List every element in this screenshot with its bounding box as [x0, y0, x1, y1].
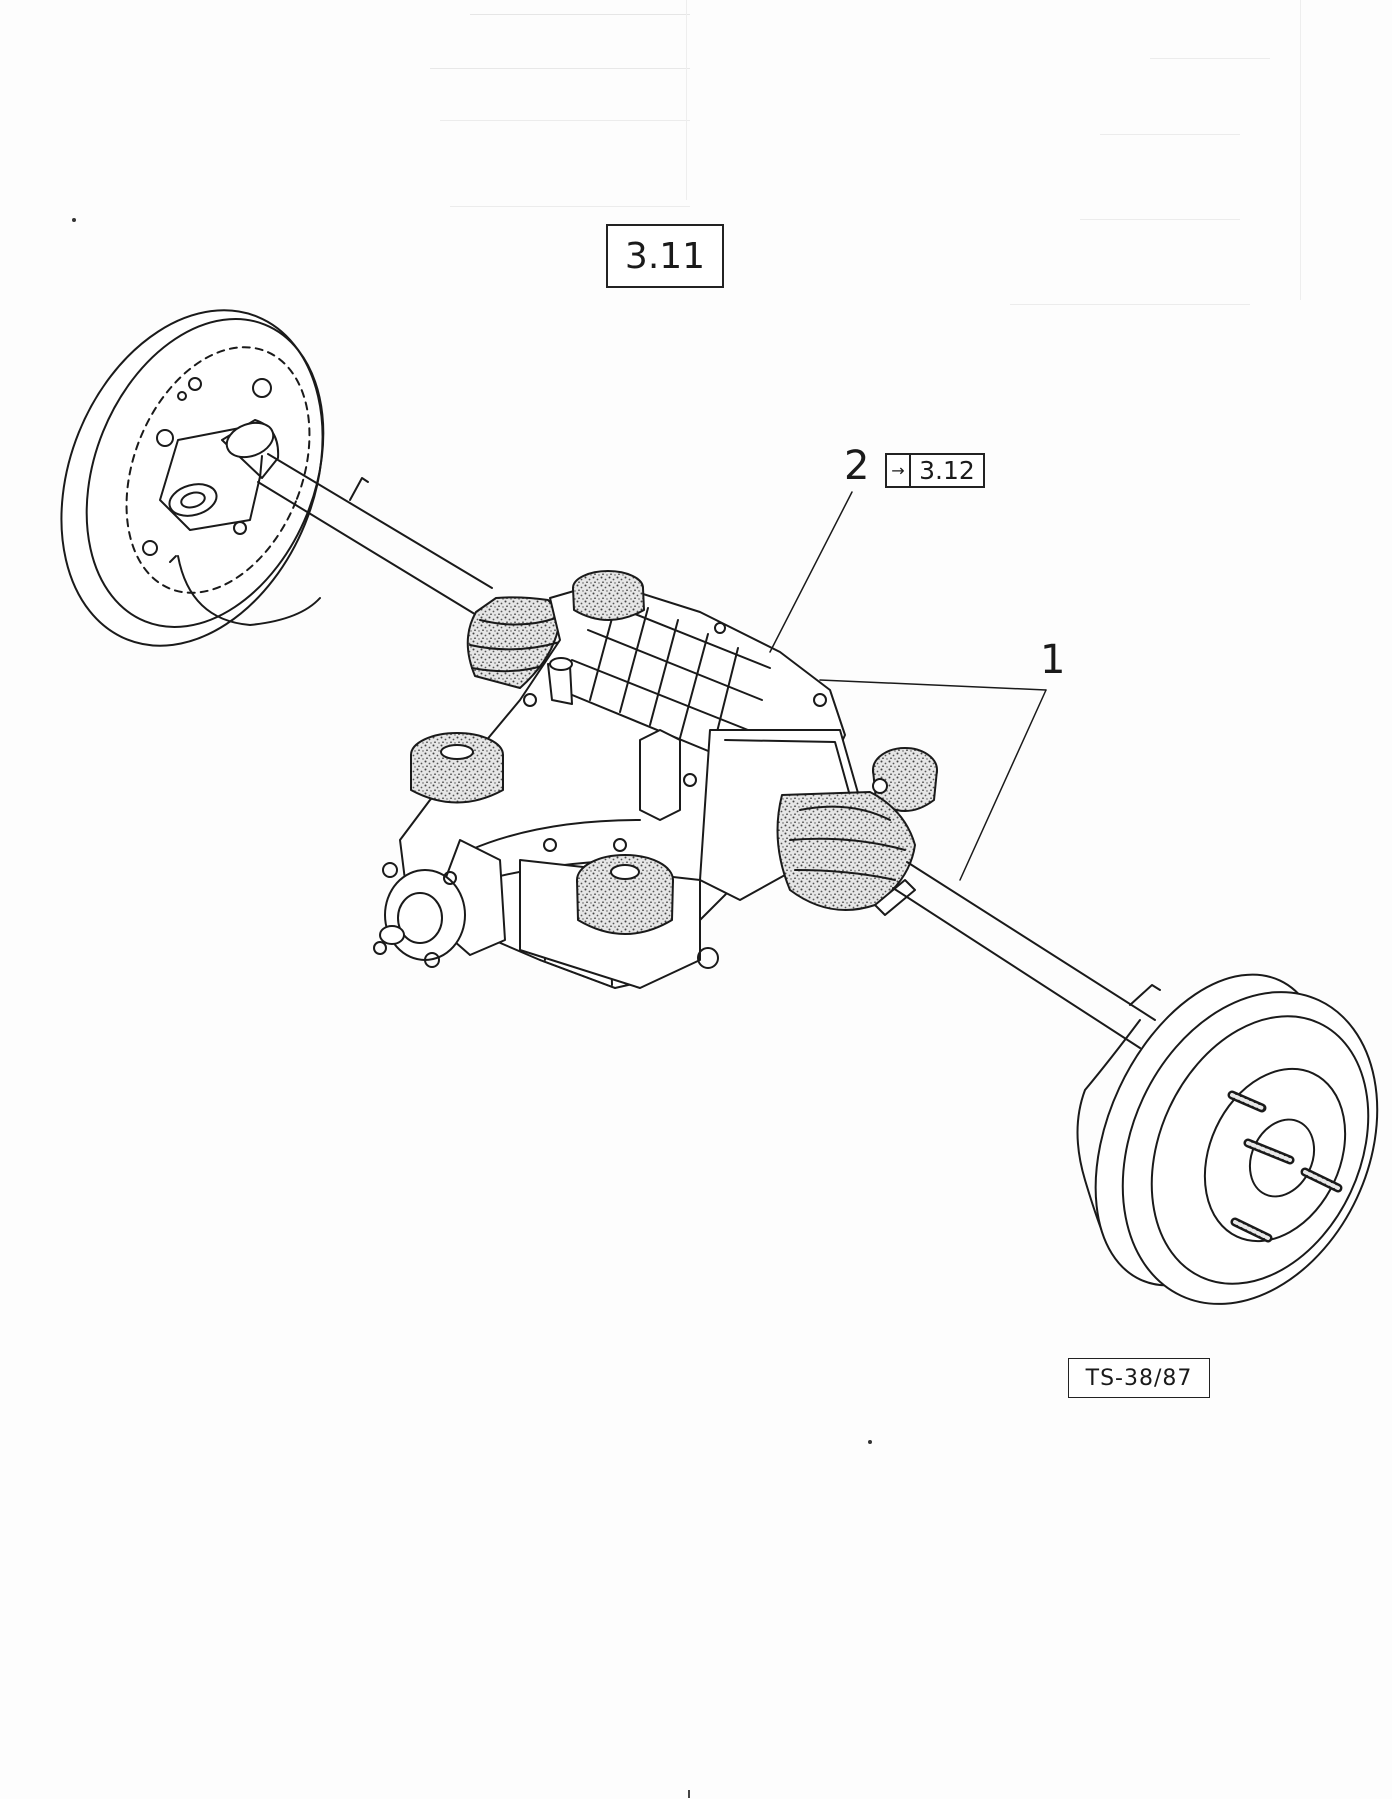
leader-line-1a	[819, 679, 1047, 691]
bleed-through-text	[1100, 100, 1240, 135]
mount-front	[576, 854, 674, 935]
left-axle-tube	[257, 453, 493, 617]
bleed-through-text	[430, 58, 690, 69]
arrow-right-icon: →	[885, 453, 909, 488]
callout-number-2: 2	[844, 443, 870, 489]
scan-speck	[72, 218, 76, 222]
section-label-text: 3.11	[624, 235, 706, 277]
drawing-id-text: TS-38/87	[1085, 1365, 1193, 1391]
mount-right	[872, 747, 938, 812]
leader-lines	[769, 491, 1047, 881]
bleed-through-text	[450, 196, 690, 207]
bleed-through-text	[1150, 48, 1270, 59]
drawing-id-label: TS-38/87	[1068, 1358, 1210, 1398]
scan-speck	[868, 1440, 872, 1444]
bleed-through-text	[1080, 185, 1240, 220]
leader-line-1b	[959, 689, 1047, 881]
bleed-through-divider	[1300, 0, 1301, 300]
callout-number-1: 1	[1040, 637, 1066, 683]
wheel-studs	[1227, 1090, 1343, 1243]
bleed-through-text	[470, 0, 690, 15]
left-brake-drum	[60, 309, 325, 647]
left-cv-boot	[466, 596, 561, 689]
right-cv-boot	[776, 791, 916, 916]
leader-line-2	[769, 491, 853, 653]
cross-reference-text: 3.12	[919, 456, 975, 485]
section-label: 3.11	[606, 224, 724, 288]
mount-rear-top	[572, 570, 645, 621]
pinion-input-flange	[373, 839, 506, 968]
cross-reference-link[interactable]: 3.12	[909, 453, 985, 488]
scan-speck	[688, 1790, 690, 1798]
bleed-through-text	[440, 110, 690, 121]
bleed-through-text	[1010, 270, 1250, 305]
bleed-through-divider	[686, 0, 687, 200]
right-brake-drum	[1094, 973, 1379, 1305]
mount-left-top	[410, 732, 504, 804]
